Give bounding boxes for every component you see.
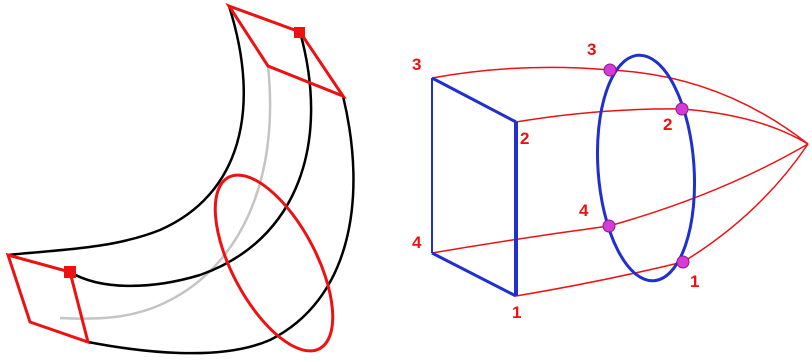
top-section-square [225, 3, 347, 100]
square-vertex-label-4: 4 [412, 233, 422, 252]
right-rail-curve [87, 95, 355, 355]
square-vertex-label-3: 3 [412, 55, 421, 74]
hidden-rail-curve [59, 65, 272, 320]
ellipse-points [602, 63, 690, 269]
ellipse-point-label-3: 3 [587, 40, 596, 59]
ellipse-point-2[interactable] [675, 102, 689, 116]
ellipse-point-label-1: 1 [690, 272, 699, 291]
ellipse-point-label-2: 2 [663, 115, 672, 134]
loft-connector-lines [431, 66, 809, 297]
ellipse-point-4[interactable] [602, 219, 616, 233]
inner-rail-curve [69, 31, 313, 288]
bottom-section-square [5, 252, 91, 345]
left-lofted-surface [5, 3, 355, 355]
square-vertex-label-1: 1 [512, 303, 521, 322]
middle-section-ellipse [213, 173, 335, 353]
ellipse-point-3[interactable] [603, 63, 617, 77]
outer-rail-curve [7, 5, 246, 257]
square-section [431, 76, 518, 298]
ellipse-point-label-4: 4 [579, 201, 589, 220]
ellipse-section [595, 53, 697, 283]
square-vertex-label-2: 2 [520, 129, 529, 148]
ellipse-point-1[interactable] [676, 255, 690, 269]
bottom-section-handle[interactable] [64, 266, 76, 278]
right-loft-correspondence: 3 2 4 1 3 2 4 1 [412, 40, 809, 322]
top-section-handle[interactable] [294, 27, 305, 38]
